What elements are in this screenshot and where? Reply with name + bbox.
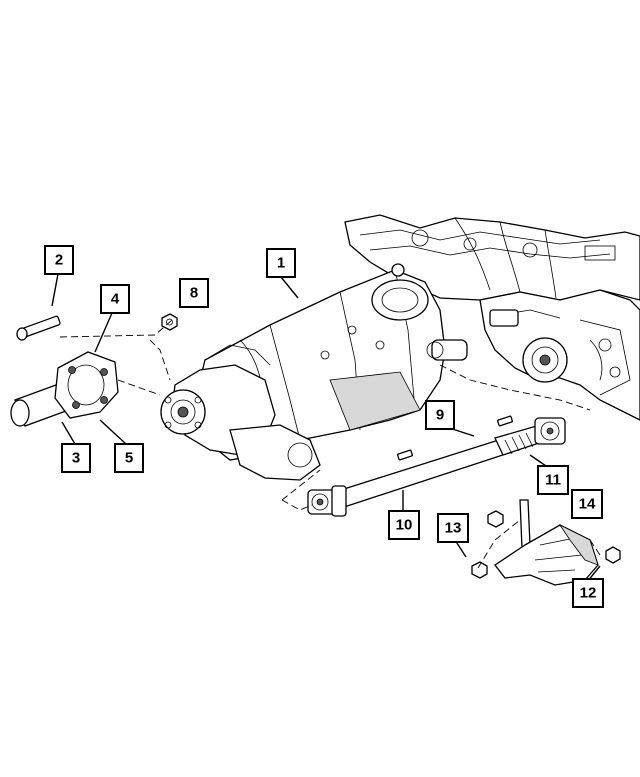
svg-text:12: 12 xyxy=(580,585,597,602)
svg-text:13: 13 xyxy=(445,520,462,537)
svg-text:10: 10 xyxy=(396,517,413,534)
callout-10: 10 xyxy=(388,510,420,540)
callout-3: 3 xyxy=(61,443,91,473)
u-joint-front xyxy=(534,417,566,445)
svg-text:14: 14 xyxy=(579,496,596,513)
heat-shield-bracket xyxy=(471,499,621,586)
u-joint-rear xyxy=(307,485,347,517)
flex-disc-bolt xyxy=(16,315,61,341)
svg-text:8: 8 xyxy=(190,285,198,302)
svg-text:11: 11 xyxy=(545,472,561,489)
svg-text:1: 1 xyxy=(277,255,285,272)
callout-12: 12 xyxy=(572,578,604,608)
coupler-flex-disc xyxy=(54,351,119,419)
front-driveshaft xyxy=(307,415,566,517)
callout-9: 9 xyxy=(425,400,455,430)
assembly-lines xyxy=(59,319,601,569)
callout-1: 1 xyxy=(266,248,296,278)
svg-text:3: 3 xyxy=(72,450,80,467)
callout-5: 5 xyxy=(114,443,144,473)
svg-text:2: 2 xyxy=(55,252,63,269)
svg-text:9: 9 xyxy=(436,407,444,424)
callout-4: 4 xyxy=(100,284,130,314)
svg-text:5: 5 xyxy=(125,450,133,467)
callout-11: 11 xyxy=(537,465,569,495)
callout-13: 13 xyxy=(437,513,469,543)
svg-text:4: 4 xyxy=(111,291,120,308)
callout-2: 2 xyxy=(44,245,74,275)
leader-lines xyxy=(51,273,601,583)
callout-14: 14 xyxy=(571,489,603,519)
front-axle-differential xyxy=(479,289,640,421)
callout-8: 8 xyxy=(179,278,209,308)
transfer-case xyxy=(160,364,321,481)
